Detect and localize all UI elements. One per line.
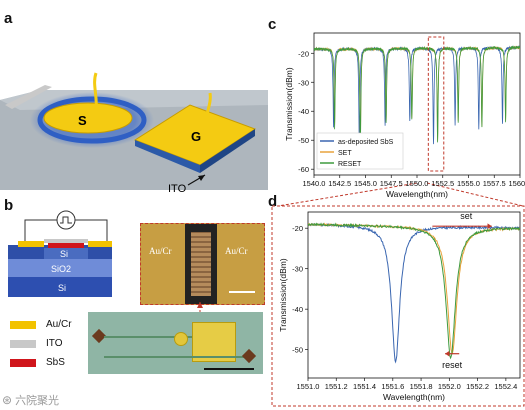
x-tick-label: 1545.0 [354,179,377,188]
legend-label-ito: ITO [46,338,63,349]
annotation-set: set [460,211,473,221]
y-tick-label: -60 [298,165,309,174]
x-tick-label: 1552.2 [466,382,489,391]
y-tick-label: -40 [292,305,303,314]
y-tick-label: -20 [298,49,309,58]
stack-layer-sio2: SiO2 [51,264,71,274]
micrograph-zoom: Au/Cr Au/Cr [140,223,265,305]
x-tick-label: 1542.5 [328,179,351,188]
ito-layer [135,140,200,173]
legend-item-aucr: Au/Cr [10,315,72,334]
y-tick-label: -30 [298,78,309,87]
wire-g [203,92,212,134]
series-line-2 [314,45,520,143]
grating-coupler-right [241,348,257,364]
electrode-s [43,102,133,134]
scale-bar-zoom [229,291,255,293]
legend-label-2: RESET [338,161,362,168]
x-tick-label: 1560.0 [509,179,525,188]
legend-swatch-ito [10,339,36,348]
panel-label-d: d [268,193,278,210]
stack-layer-si-bottom: Si [58,283,66,293]
x-tick-label: 1552.4 [494,382,517,391]
x-tick-label: 1551.0 [297,382,320,391]
x-axis-label: Wavelength(nm) [383,392,445,402]
micrograph-label-right: Au/Cr [225,246,248,256]
wire-s [93,72,98,116]
zoom-connector-cd [271,182,525,407]
y-axis-label: Transmission(dBm) [278,258,288,332]
legend-item-sbs: SbS [10,353,72,372]
device-illustration: S G ITO [0,72,268,195]
x-tick-label: 1540.0 [303,179,326,188]
reset-arrowhead [445,350,450,357]
pad-electrode-micro [192,322,236,362]
annotation-reset: reset [442,360,463,370]
scale-bar-overview [204,368,254,370]
panel-label-b: b [4,197,14,214]
legend-swatch-aucr [10,320,36,329]
waveguide [5,85,52,109]
set-arrowhead [487,223,492,230]
legend-swatch-sbs [10,358,36,367]
x-tick-label: 1550.0 [406,179,429,188]
zoom-region [427,36,445,172]
y-tick-label: -50 [292,346,303,355]
plot-area [307,211,521,379]
x-tick-label: 1551.6 [381,382,404,391]
zoom-frame-d [271,205,525,407]
y-tick-label: -40 [298,107,309,116]
watermark-logo-icon: ⊛ [2,393,13,407]
legend-label-sbs: SbS [46,357,65,368]
panel-label-c: c [268,16,277,33]
y-tick-label: -30 [292,265,303,274]
electrode-g-label: G [191,129,201,144]
panel-label-a: a [4,10,13,27]
x-tick-label: 1547.5 [380,179,403,188]
watermark: ⊛ 六院聚光 [2,392,59,408]
legend-item-ito: ITO [10,334,72,353]
legend-label-aucr: Au/Cr [46,319,72,330]
x-tick-label: 1552.0 [438,382,461,391]
pulse-source-icon [56,210,76,230]
legend-label-1: SET [338,150,352,157]
x-tick-label: 1555.0 [457,179,480,188]
x-tick-label: 1552.5 [431,179,454,188]
electrode-s-label: S [78,113,87,128]
x-tick-label: 1551.4 [353,382,376,391]
y-tick-label: -50 [298,136,309,145]
stack-layer-si-top: Si [60,249,68,259]
micrograph-overview [88,312,263,374]
watermark-text: 六院聚光 [15,395,60,407]
x-tick-label: 1551.2 [325,382,348,391]
chart-d: 1551.0 1551.2 1551.4 1551.6 1551.8 1552.0 1552… [278,211,521,402]
layer-stack-diagram: Si SiO2 Si [8,210,112,297]
legend-label-0: as-deposited SbS [338,139,394,146]
y-tick-label: -20 [292,224,303,233]
x-tick-label: 1551.8 [410,382,433,391]
x-tick-label: 1557.5 [483,179,506,188]
x-axis-label: Wavelength(nm) [386,189,448,199]
ring-resonator [37,96,147,144]
micrograph-sbs-strip [191,232,211,296]
ito-label: ITO [168,183,187,195]
ring-electrode-micro [174,332,188,346]
series-line-2 [308,222,520,360]
micrograph-label-left: Au/Cr [149,246,172,256]
material-legend: Au/Cr ITO SbS [10,315,72,372]
y-axis-label: Transmission(dBm) [284,67,294,141]
